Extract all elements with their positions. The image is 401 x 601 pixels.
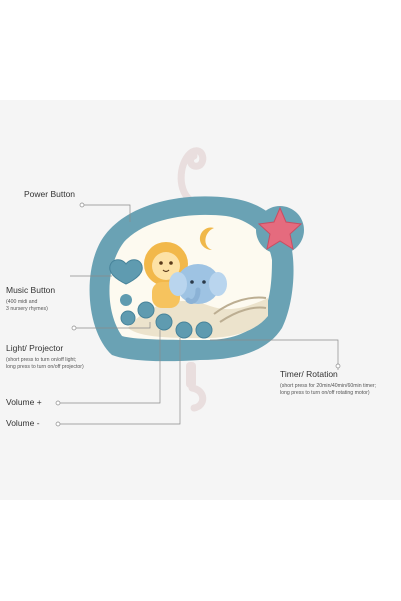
music-button-sub-1: (400 midi and — [6, 299, 38, 305]
volume-minus-label: Volume - — [6, 418, 40, 428]
volume-minus-leader-dot — [55, 421, 61, 427]
elephant-icon — [169, 264, 227, 304]
top-hook-icon — [177, 147, 207, 204]
music-button-label: Music Button — [6, 285, 56, 295]
music-button[interactable] — [109, 259, 143, 285]
timer-leader-dot — [335, 363, 341, 369]
light-leader-line — [74, 322, 151, 329]
volume-plus-button[interactable] — [137, 301, 155, 319]
volume-plus-label: Volume + — [6, 397, 42, 407]
light-leader-dot — [71, 325, 77, 331]
light-projector-sub-1: (short press to turn on/off light; — [6, 357, 77, 363]
power-button-label: Power Button — [24, 189, 76, 199]
star-icon — [256, 206, 304, 254]
volume-plus-leader-dot — [55, 400, 61, 406]
volume-minus-leader-line — [58, 338, 181, 425]
timer-rotation-label: Timer/ Rotation — [280, 369, 338, 379]
music-button-sub-2: 3 nursery rhymes) — [6, 306, 48, 312]
light-projector-button[interactable] — [120, 310, 136, 326]
volume-plus-leader-line — [58, 330, 161, 404]
timer-leader-line — [210, 339, 339, 370]
timer-rotation-button[interactable] — [195, 321, 213, 339]
next-button[interactable] — [175, 321, 193, 339]
baby-mobile-illustration — [55, 147, 341, 427]
power-leader-dot — [79, 202, 85, 208]
light-projector-sub-2: long press to turn on/off projector) — [6, 364, 84, 370]
power-leader-line — [82, 204, 131, 222]
moon-icon — [199, 227, 214, 250]
timer-rotation-sub-1: (short press for 20min/40min/60min timer… — [280, 383, 377, 389]
bottom-hook-icon — [186, 362, 207, 412]
timer-rotation-sub-2: long press to turn on/off rotating motor… — [280, 390, 370, 396]
volume-minus-button[interactable] — [155, 313, 173, 331]
light-projector-label: Light/ Projector — [6, 343, 64, 353]
power-button[interactable] — [120, 294, 132, 306]
